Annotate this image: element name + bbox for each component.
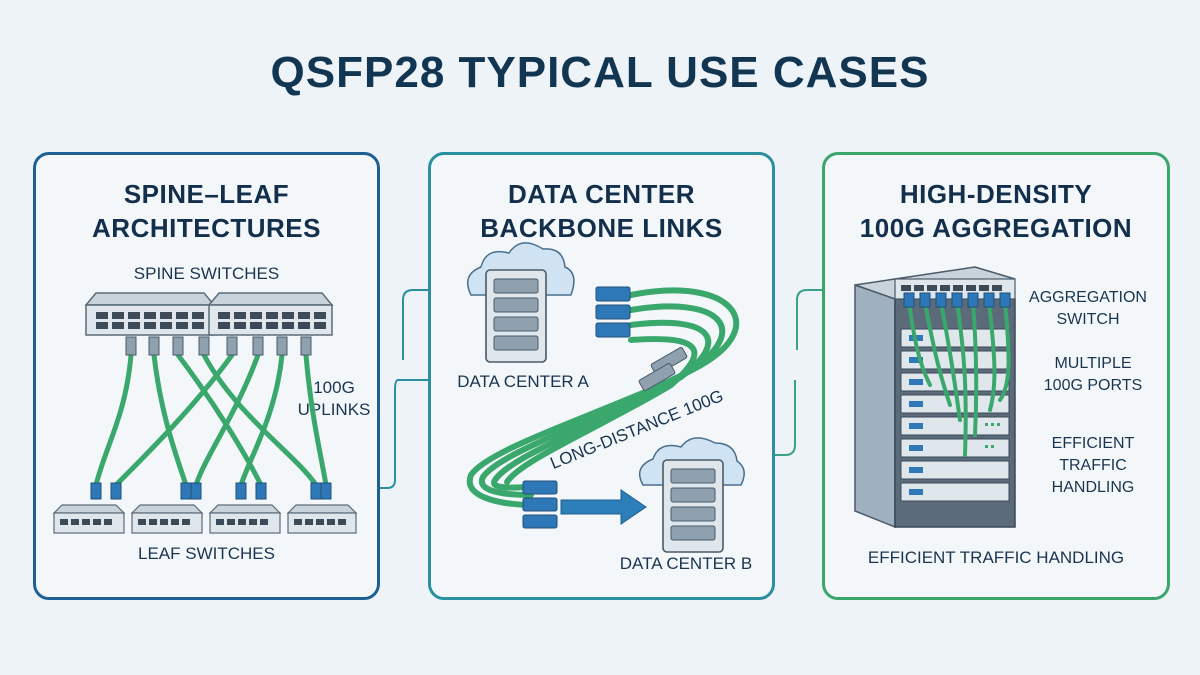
leaf-switch-icon <box>52 504 126 534</box>
panel-title: SPINE–LEAF ARCHITECTURES <box>36 177 377 245</box>
aggregation-switch-label-line2: SWITCH <box>1056 311 1120 328</box>
long-distance-cable <box>466 287 739 508</box>
leaf-connectors <box>90 482 332 500</box>
ports-label-line1: MULTIPLE <box>1054 355 1132 372</box>
panel-aggregation: HIGH-DENSITY 100G AGGREGATION <box>822 152 1170 600</box>
panel-title-line1: HIGH-DENSITY <box>899 179 1093 209</box>
aggregation-switch-label: AGGREGATION SWITCH <box>1013 287 1163 331</box>
panel-title-line2: BACKBONE LINKS <box>480 213 723 243</box>
panel-title-line1: SPINE–LEAF <box>123 179 290 209</box>
aggregation-cables <box>907 301 1011 457</box>
backbone-diagram <box>466 242 745 553</box>
leaf-switch-icon <box>130 504 204 534</box>
spine-leaf-diagram <box>52 292 358 534</box>
bottom-traffic-label: EFFICIENT TRAFFIC HANDLING <box>867 548 1125 567</box>
ports-label-line2: 100G PORTS <box>1043 377 1143 394</box>
aggregation-connectors <box>903 292 1011 308</box>
panel-title: DATA CENTER BACKBONE LINKS <box>431 177 772 245</box>
traffic-label-line3: HANDLING <box>1051 479 1135 496</box>
cable-connectors <box>522 286 631 529</box>
arrow-to-dc-b <box>560 489 647 525</box>
traffic-label: EFFICIENT TRAFFIC HANDLING <box>1023 433 1163 499</box>
leaf-switch-icon <box>208 504 282 534</box>
leaf-switches-label: LEAF SWITCHES <box>138 544 275 563</box>
uplink-cables <box>93 352 329 488</box>
spine-switch-icon <box>207 292 334 336</box>
panel-backbone-links: DATA CENTER BACKBONE LINKS <box>428 152 775 600</box>
panel-title-line1: DATA CENTER <box>507 179 695 209</box>
ports-label: MULTIPLE 100G PORTS <box>1023 353 1163 397</box>
arrow-into-panel3 <box>796 290 835 350</box>
panel-title-line2: ARCHITECTURES <box>92 213 321 243</box>
traffic-label-line2: TRAFFIC <box>1059 457 1127 474</box>
arrow-into-panel2 <box>402 290 440 360</box>
arrow-panel2-to-panel1 <box>362 379 428 488</box>
aggregation-switch-label-line1: AGGREGATION <box>1029 289 1147 306</box>
panel-spine-leaf: SPINE–LEAF ARCHITECTURES SPINE SWITCHES … <box>33 152 380 600</box>
server-icon-dc-b <box>662 459 724 553</box>
page-title: QSFP28 TYPICAL USE CASES <box>270 48 930 97</box>
dc-b-label: DATA CENTER B <box>619 554 753 573</box>
leaf-switch-icon <box>286 504 358 534</box>
panel-title: HIGH-DENSITY 100G AGGREGATION <box>825 177 1167 245</box>
uplinks-label-line1: 100G <box>313 378 355 397</box>
cable-mid-connector <box>638 347 688 391</box>
spine-switch-icon <box>84 292 216 336</box>
spine-switches-label: SPINE SWITCHES <box>133 264 280 283</box>
aggregation-diagram <box>854 266 1016 529</box>
spine-connectors <box>125 336 312 356</box>
traffic-label-line1: EFFICIENT <box>1051 435 1135 452</box>
server-icon-dc-a <box>485 269 547 363</box>
arrow-panel3-to-panel2 <box>760 380 796 455</box>
panel-title-line2: 100G AGGREGATION <box>859 213 1133 243</box>
dc-a-label: DATA CENTER A <box>457 372 589 391</box>
